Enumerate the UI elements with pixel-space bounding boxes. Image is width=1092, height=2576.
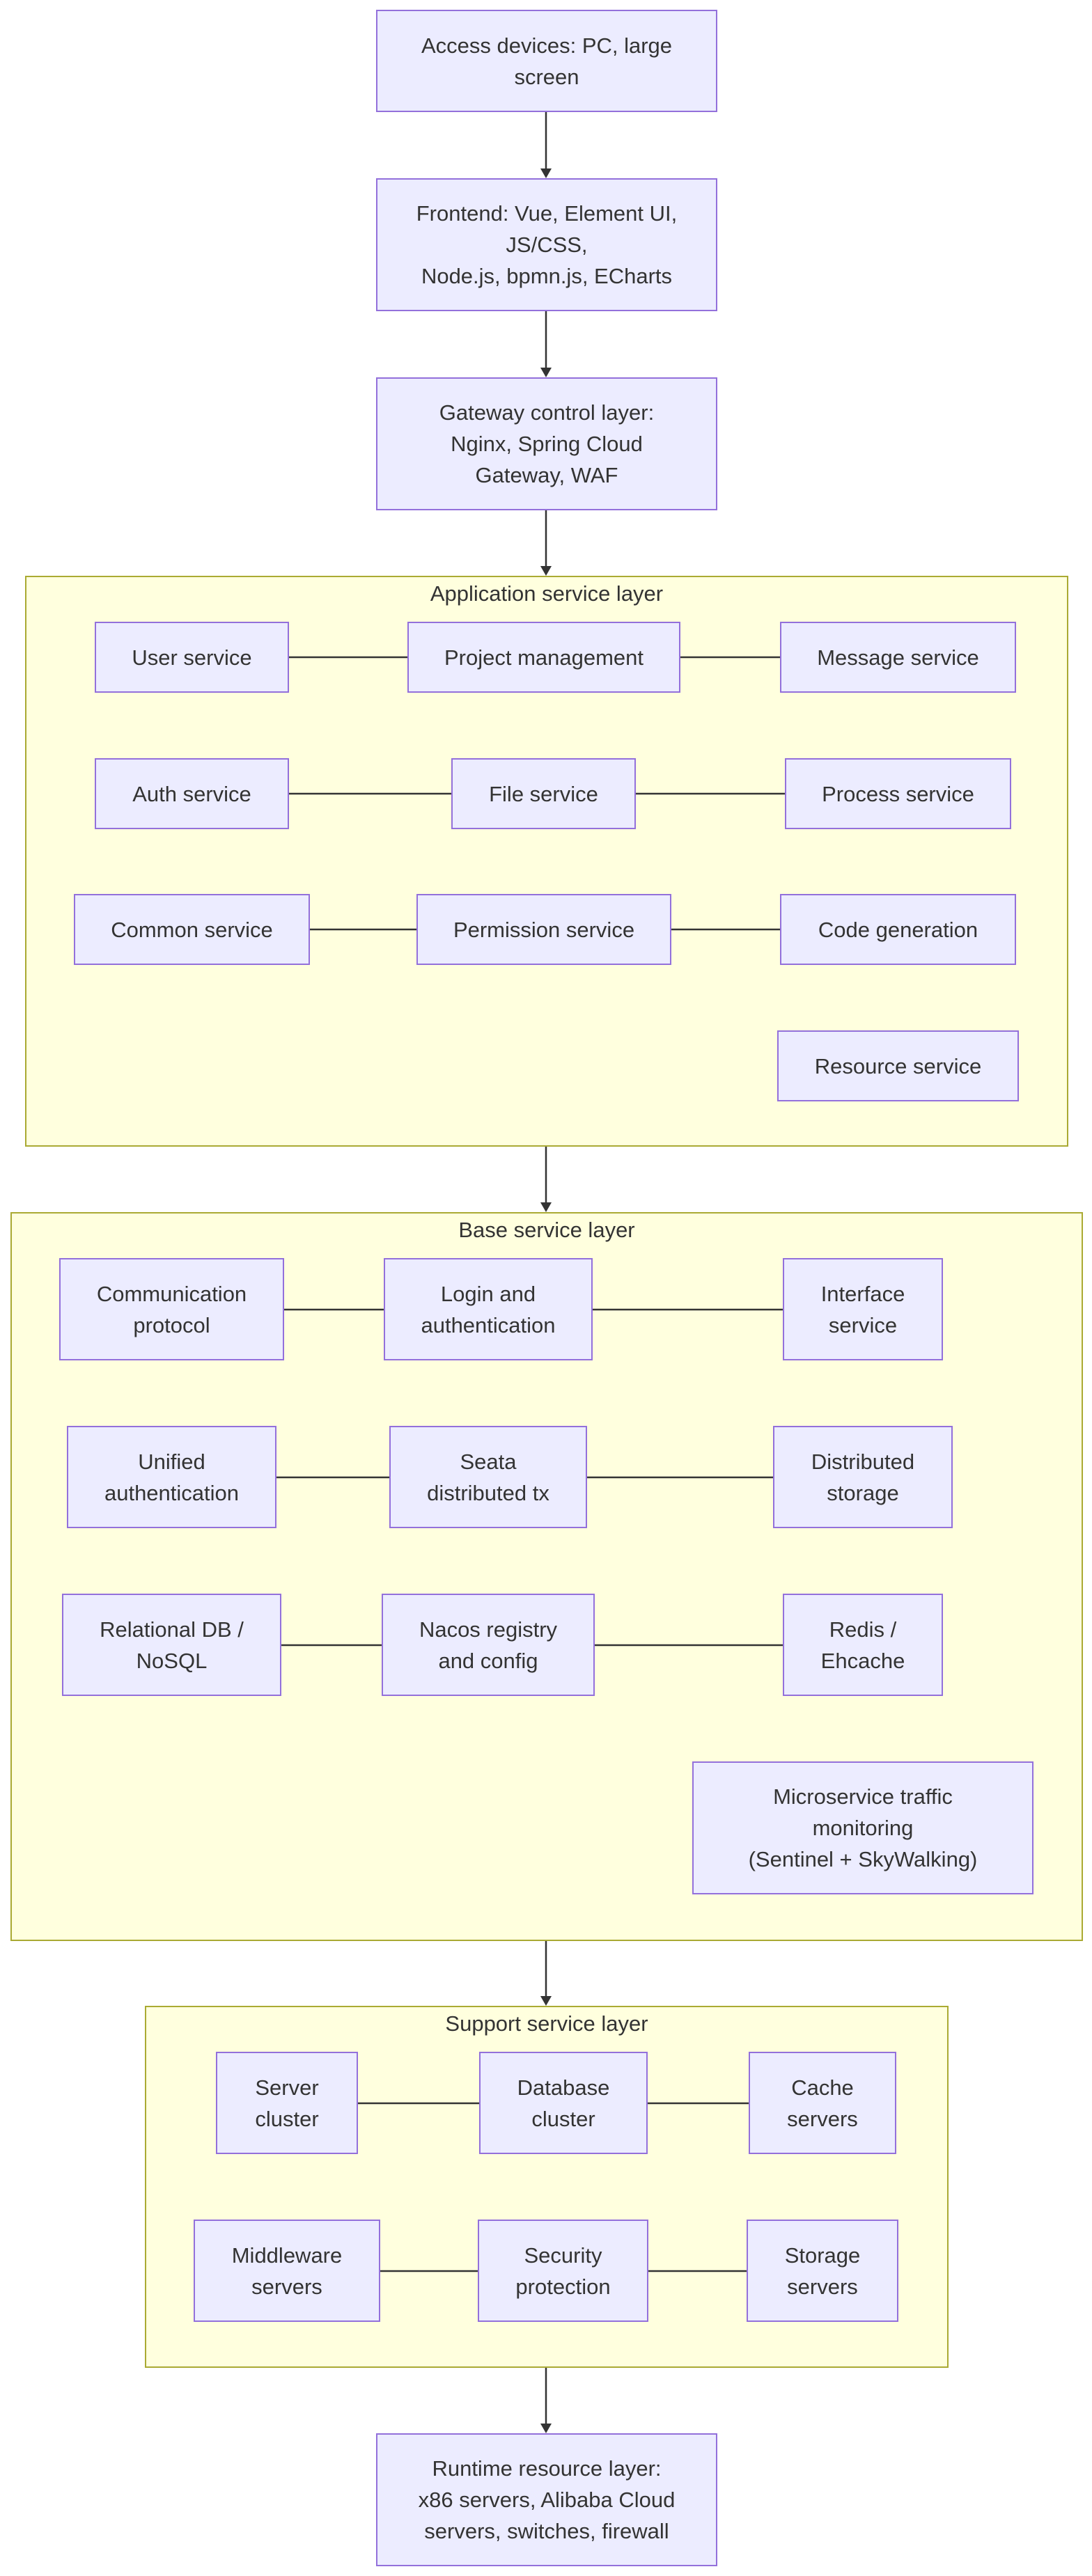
node-process-service: Process service — [785, 758, 1011, 829]
node-label: Project management — [444, 645, 644, 670]
node-label: Seata distributed tx — [427, 1449, 549, 1505]
node-label: Redis / Ehcache — [820, 1617, 905, 1673]
node-seata-distributed-tx: Seata distributed tx — [389, 1426, 587, 1528]
node-middleware-servers: Middleware servers — [194, 2220, 380, 2322]
node-redis-ehcache: Redis / Ehcache — [783, 1594, 943, 1696]
node-label: Storage servers — [784, 2243, 861, 2299]
node-label: Message service — [817, 645, 979, 670]
node-label: Access devices: PC, large screen — [421, 33, 673, 89]
arrowhead-support — [540, 1996, 552, 2006]
node-label: Auth service — [132, 781, 251, 806]
arrowhead-runtime — [540, 2424, 552, 2433]
node-label: Process service — [822, 781, 974, 806]
node-label: Microservice traffic monitoring (Sentine… — [748, 1784, 978, 1871]
node-access-devices: Access devices: PC, large screen — [376, 10, 717, 112]
node-server-cluster: Server cluster — [216, 2052, 358, 2154]
node-label: File service — [489, 781, 598, 806]
node-label: Resource service — [814, 1053, 982, 1078]
node-code-generation: Code generation — [780, 894, 1016, 965]
node-traffic-monitoring: Microservice traffic monitoring (Sentine… — [692, 1761, 1034, 1894]
node-label: Relational DB / NoSQL — [100, 1617, 244, 1673]
node-storage-servers: Storage servers — [747, 2220, 898, 2322]
node-interface-service: Interface service — [783, 1258, 943, 1360]
node-nacos-registry: Nacos registry and config — [382, 1594, 595, 1696]
cluster-title-support: Support service layer — [445, 2011, 648, 2036]
node-relational-db: Relational DB / NoSQL — [62, 1594, 281, 1696]
node-unified-authentication: Unified authentication — [67, 1426, 276, 1528]
node-security-protection: Security protection — [478, 2220, 648, 2322]
node-permission-service: Permission service — [416, 894, 671, 965]
node-auth-service: Auth service — [95, 758, 289, 829]
node-label: Code generation — [818, 917, 978, 942]
node-label: Common service — [111, 917, 273, 942]
node-label: User service — [132, 645, 252, 670]
node-message-service: Message service — [780, 622, 1016, 693]
cluster-title-base: Base service layer — [458, 1218, 635, 1242]
node-label: Cache servers — [787, 2075, 858, 2131]
node-frontend: Frontend: Vue, Element UI, JS/CSS, Node.… — [376, 178, 717, 311]
node-label: Gateway control layer: Nginx, Spring Clo… — [439, 400, 655, 487]
node-distributed-storage: Distributed storage — [773, 1426, 953, 1528]
node-label: Middleware servers — [231, 2243, 343, 2299]
node-label: Nacos registry and config — [419, 1617, 558, 1673]
cluster-title-application: Application service layer — [430, 581, 664, 606]
node-runtime-resource: Runtime resource layer: x86 servers, Ali… — [376, 2433, 717, 2566]
arrowhead-frontend — [540, 168, 552, 178]
arrowhead-gateway — [540, 368, 552, 377]
node-database-cluster: Database cluster — [479, 2052, 648, 2154]
node-label: Unified authentication — [104, 1449, 240, 1505]
node-label: Permission service — [453, 917, 635, 942]
node-label: Distributed storage — [811, 1449, 915, 1505]
node-communication-protocol: Communication protocol — [59, 1258, 284, 1360]
node-user-service: User service — [95, 622, 289, 693]
node-label: Database cluster — [517, 2075, 610, 2131]
node-label: Interface service — [820, 1281, 905, 1337]
node-label: Communication protocol — [96, 1281, 247, 1337]
arrowhead-app — [540, 566, 552, 576]
arrowhead-base — [540, 1202, 552, 1212]
node-gateway: Gateway control layer: Nginx, Spring Clo… — [376, 377, 717, 510]
node-label: Runtime resource layer: x86 servers, Ali… — [418, 2456, 676, 2543]
node-cache-servers: Cache servers — [749, 2052, 896, 2154]
node-label: Server cluster — [255, 2075, 319, 2131]
node-common-service: Common service — [74, 894, 310, 965]
node-label: Security protection — [515, 2243, 611, 2299]
node-project-management: Project management — [407, 622, 680, 693]
node-login-authentication: Login and authentication — [384, 1258, 593, 1360]
node-label: Frontend: Vue, Element UI, JS/CSS, Node.… — [416, 201, 678, 288]
node-file-service: File service — [451, 758, 636, 829]
node-resource-service: Resource service — [777, 1030, 1019, 1101]
node-label: Login and authentication — [421, 1281, 556, 1337]
